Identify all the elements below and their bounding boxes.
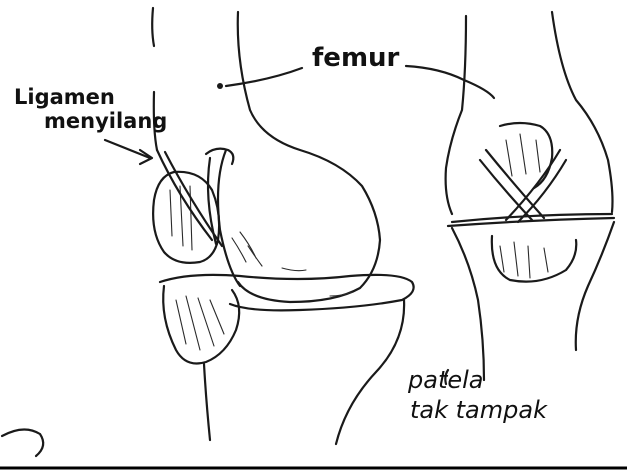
femur-leader-right xyxy=(406,66,494,98)
front-tibia-right xyxy=(576,222,614,350)
label-patella-line2: tak tampak xyxy=(410,396,548,424)
label-femur: femur xyxy=(312,43,400,73)
condyle-shading xyxy=(232,232,262,266)
label-ligament-line1: Ligamen xyxy=(14,85,115,109)
front-tibia-left xyxy=(452,228,484,380)
front-view-knee xyxy=(446,12,614,380)
side-view-knee xyxy=(105,8,414,444)
femur-condyle xyxy=(218,150,240,286)
front-condyle-notch xyxy=(500,123,552,188)
meniscus-hatching xyxy=(176,296,224,350)
tibia-right-edge xyxy=(336,300,404,444)
lower-left-curve xyxy=(2,429,43,456)
femur-leader-dot xyxy=(217,83,223,89)
femur-leader-left xyxy=(226,68,302,86)
front-ligament-2 xyxy=(480,160,532,220)
tibia-plateau xyxy=(160,275,414,311)
label-ligament-line2: menyilang xyxy=(44,109,167,133)
front-tibia-lump xyxy=(492,236,576,282)
ligament-strand-1 xyxy=(157,150,212,240)
femur-shaft-left-edge xyxy=(152,8,154,46)
front-ligament-1 xyxy=(486,150,544,218)
front-tibia-shading xyxy=(500,242,548,278)
front-femur-right-edge xyxy=(552,12,613,212)
tibia-shading xyxy=(282,268,352,296)
meniscus-front xyxy=(163,286,239,364)
tibia-left-edge xyxy=(204,364,210,440)
ligament-pointer xyxy=(105,140,150,158)
front-condyle-shading xyxy=(506,134,540,176)
front-femur-left-edge xyxy=(446,16,466,214)
patella-side xyxy=(153,172,219,263)
label-patella-line1: patela xyxy=(407,366,484,394)
